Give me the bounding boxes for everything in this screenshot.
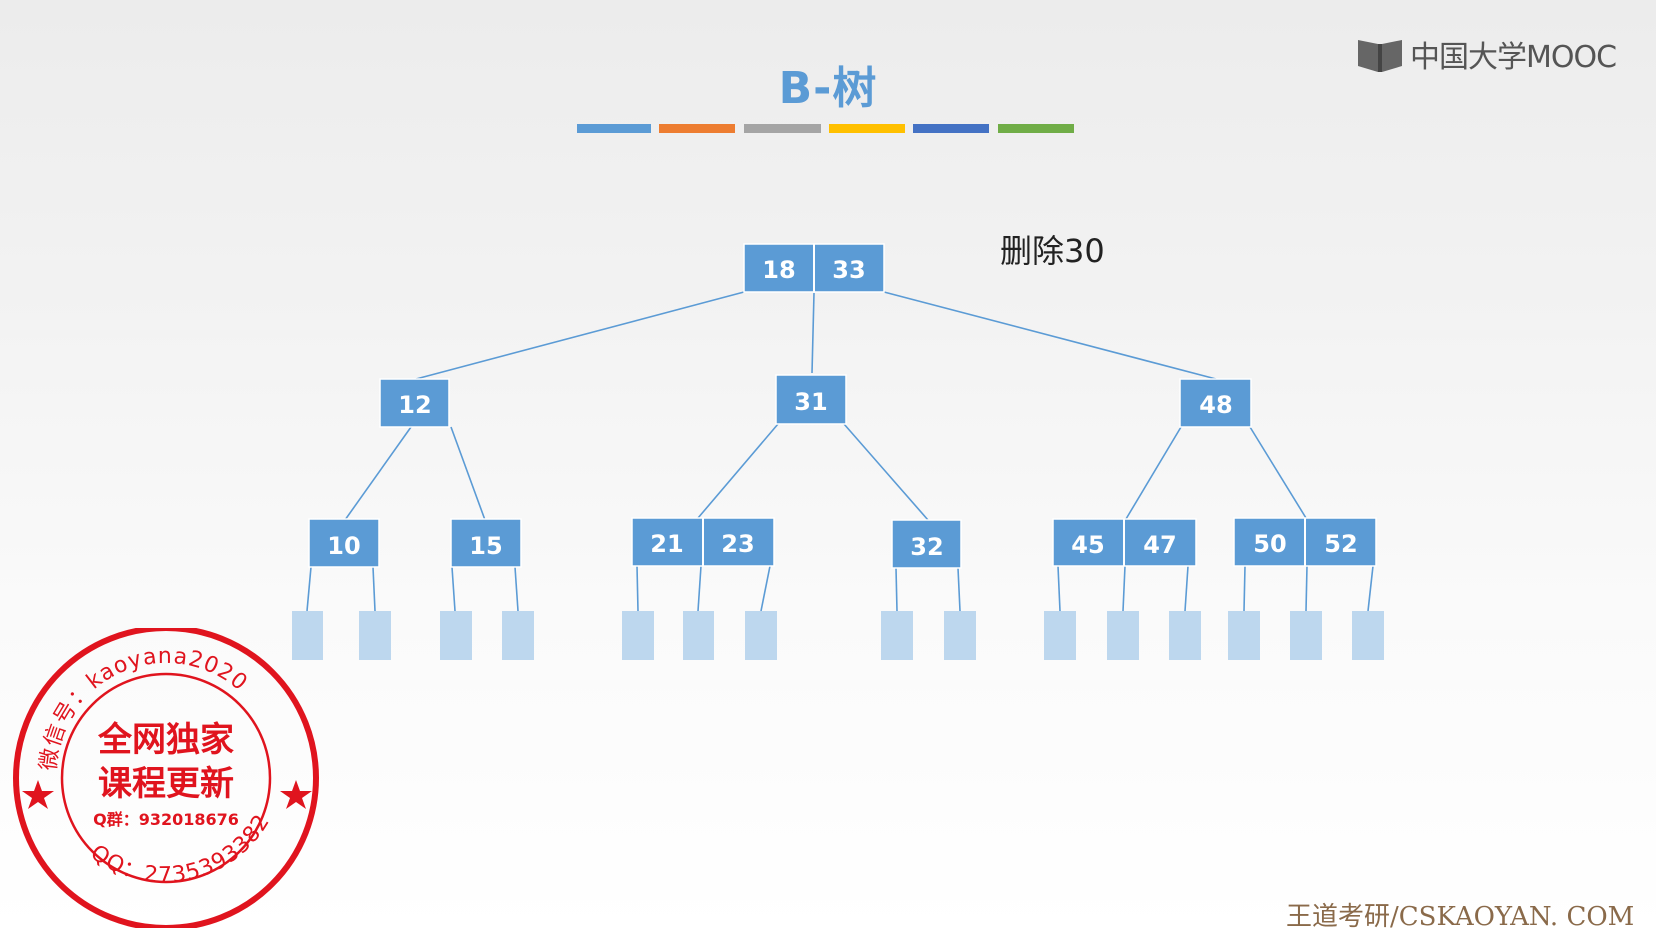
empty-child-node <box>683 611 714 660</box>
empty-child-node <box>359 611 391 660</box>
key-50: 50 <box>1253 530 1286 558</box>
color-bar-green <box>998 124 1074 133</box>
star-icon <box>22 780 54 809</box>
edge-5052-c3 <box>1367 565 1374 612</box>
key-18: 18 <box>762 256 795 284</box>
edge-4547-c2 <box>1122 565 1126 612</box>
key-15: 15 <box>469 532 502 560</box>
operation-note: 删除30 <box>1000 232 1105 270</box>
key-52: 52 <box>1324 530 1357 558</box>
edge-12-15 <box>450 426 486 521</box>
open-book-icon <box>1358 40 1402 72</box>
edge-10-c1 <box>306 566 312 612</box>
stamp-line-2: 课程更新 <box>98 764 234 804</box>
edge-48-4547 <box>1125 426 1182 520</box>
node-12: 12 <box>379 378 450 428</box>
edge-4547-c1 <box>1057 565 1061 612</box>
edge-2123-c2 <box>697 565 702 612</box>
tree-edges <box>306 291 1374 612</box>
edge-32-c1 <box>895 567 898 612</box>
key-10: 10 <box>327 532 360 560</box>
footer-watermark: 王道考研/CSKAOYAN. COM <box>1286 902 1635 932</box>
stamp-line-1: 全网独家 <box>97 720 234 760</box>
mooc-logo: 中国大学MOOC <box>1356 34 1617 75</box>
edge-2123-c1 <box>636 565 639 612</box>
key-31: 31 <box>794 388 827 416</box>
empty-child-node <box>745 611 777 660</box>
slide-title: B-树 <box>778 63 878 114</box>
key-33: 33 <box>832 256 865 284</box>
edge-4547-c3 <box>1184 565 1189 612</box>
empty-child-node <box>622 611 654 660</box>
empty-child-node <box>1169 611 1201 660</box>
key-21: 21 <box>650 530 683 558</box>
color-bar-blue <box>577 124 651 133</box>
empty-child-node <box>1228 611 1260 660</box>
edge-root-12 <box>415 291 745 380</box>
empty-child-node <box>1044 611 1076 660</box>
edge-15-c2 <box>514 566 519 612</box>
node-45-47: 45 47 <box>1052 518 1197 567</box>
key-47: 47 <box>1143 531 1176 559</box>
edge-root-31 <box>811 292 815 374</box>
tree-nodes: 18 33 12 31 48 10 15 <box>308 243 1377 569</box>
edge-root-48 <box>883 291 1217 380</box>
empty-child-node <box>1107 611 1139 660</box>
edge-31-32 <box>843 423 929 521</box>
stamp-qgroup: Q群：932018676 <box>93 810 239 829</box>
empty-child-node <box>1290 611 1322 660</box>
color-bar-dark-blue <box>913 124 989 133</box>
node-48: 48 <box>1179 378 1252 428</box>
empty-child-node <box>881 611 913 660</box>
edge-5052-c2 <box>1305 565 1308 612</box>
edge-12-10 <box>344 426 412 521</box>
edge-48-5052 <box>1249 426 1307 519</box>
edge-5052-c1 <box>1243 565 1246 612</box>
color-bar-gold <box>829 124 905 133</box>
empty-child-node <box>502 611 534 660</box>
root-node: 18 33 <box>743 243 885 293</box>
node-31: 31 <box>775 374 847 425</box>
key-48: 48 <box>1199 391 1232 419</box>
empty-child-node <box>440 611 472 660</box>
star-icon <box>280 780 312 809</box>
empty-child-node <box>292 611 323 660</box>
node-50-52: 50 52 <box>1233 517 1377 567</box>
empty-children <box>292 611 1384 660</box>
edge-31-2123 <box>697 423 779 519</box>
edge-10-c2 <box>372 566 376 612</box>
empty-child-node <box>944 611 976 660</box>
edge-2123-c3 <box>760 565 771 612</box>
empty-child-node <box>1352 611 1384 660</box>
node-10: 10 <box>308 518 380 568</box>
edge-15-c1 <box>451 566 456 612</box>
node-32: 32 <box>891 519 962 569</box>
key-23: 23 <box>721 530 754 558</box>
color-bar-orange <box>659 124 735 133</box>
key-12: 12 <box>398 391 431 419</box>
node-15: 15 <box>450 518 522 568</box>
edge-32-c2 <box>957 567 961 612</box>
key-32: 32 <box>910 533 943 561</box>
key-45: 45 <box>1071 531 1104 559</box>
logo-text: 中国大学MOOC <box>1410 40 1617 75</box>
node-21-23: 21 23 <box>631 517 775 567</box>
watermark-stamp: 微信号：kaoyana2020 QQ：2735393382 全网独家 课程更新 … <box>13 628 319 928</box>
color-bar-gray <box>744 124 821 133</box>
